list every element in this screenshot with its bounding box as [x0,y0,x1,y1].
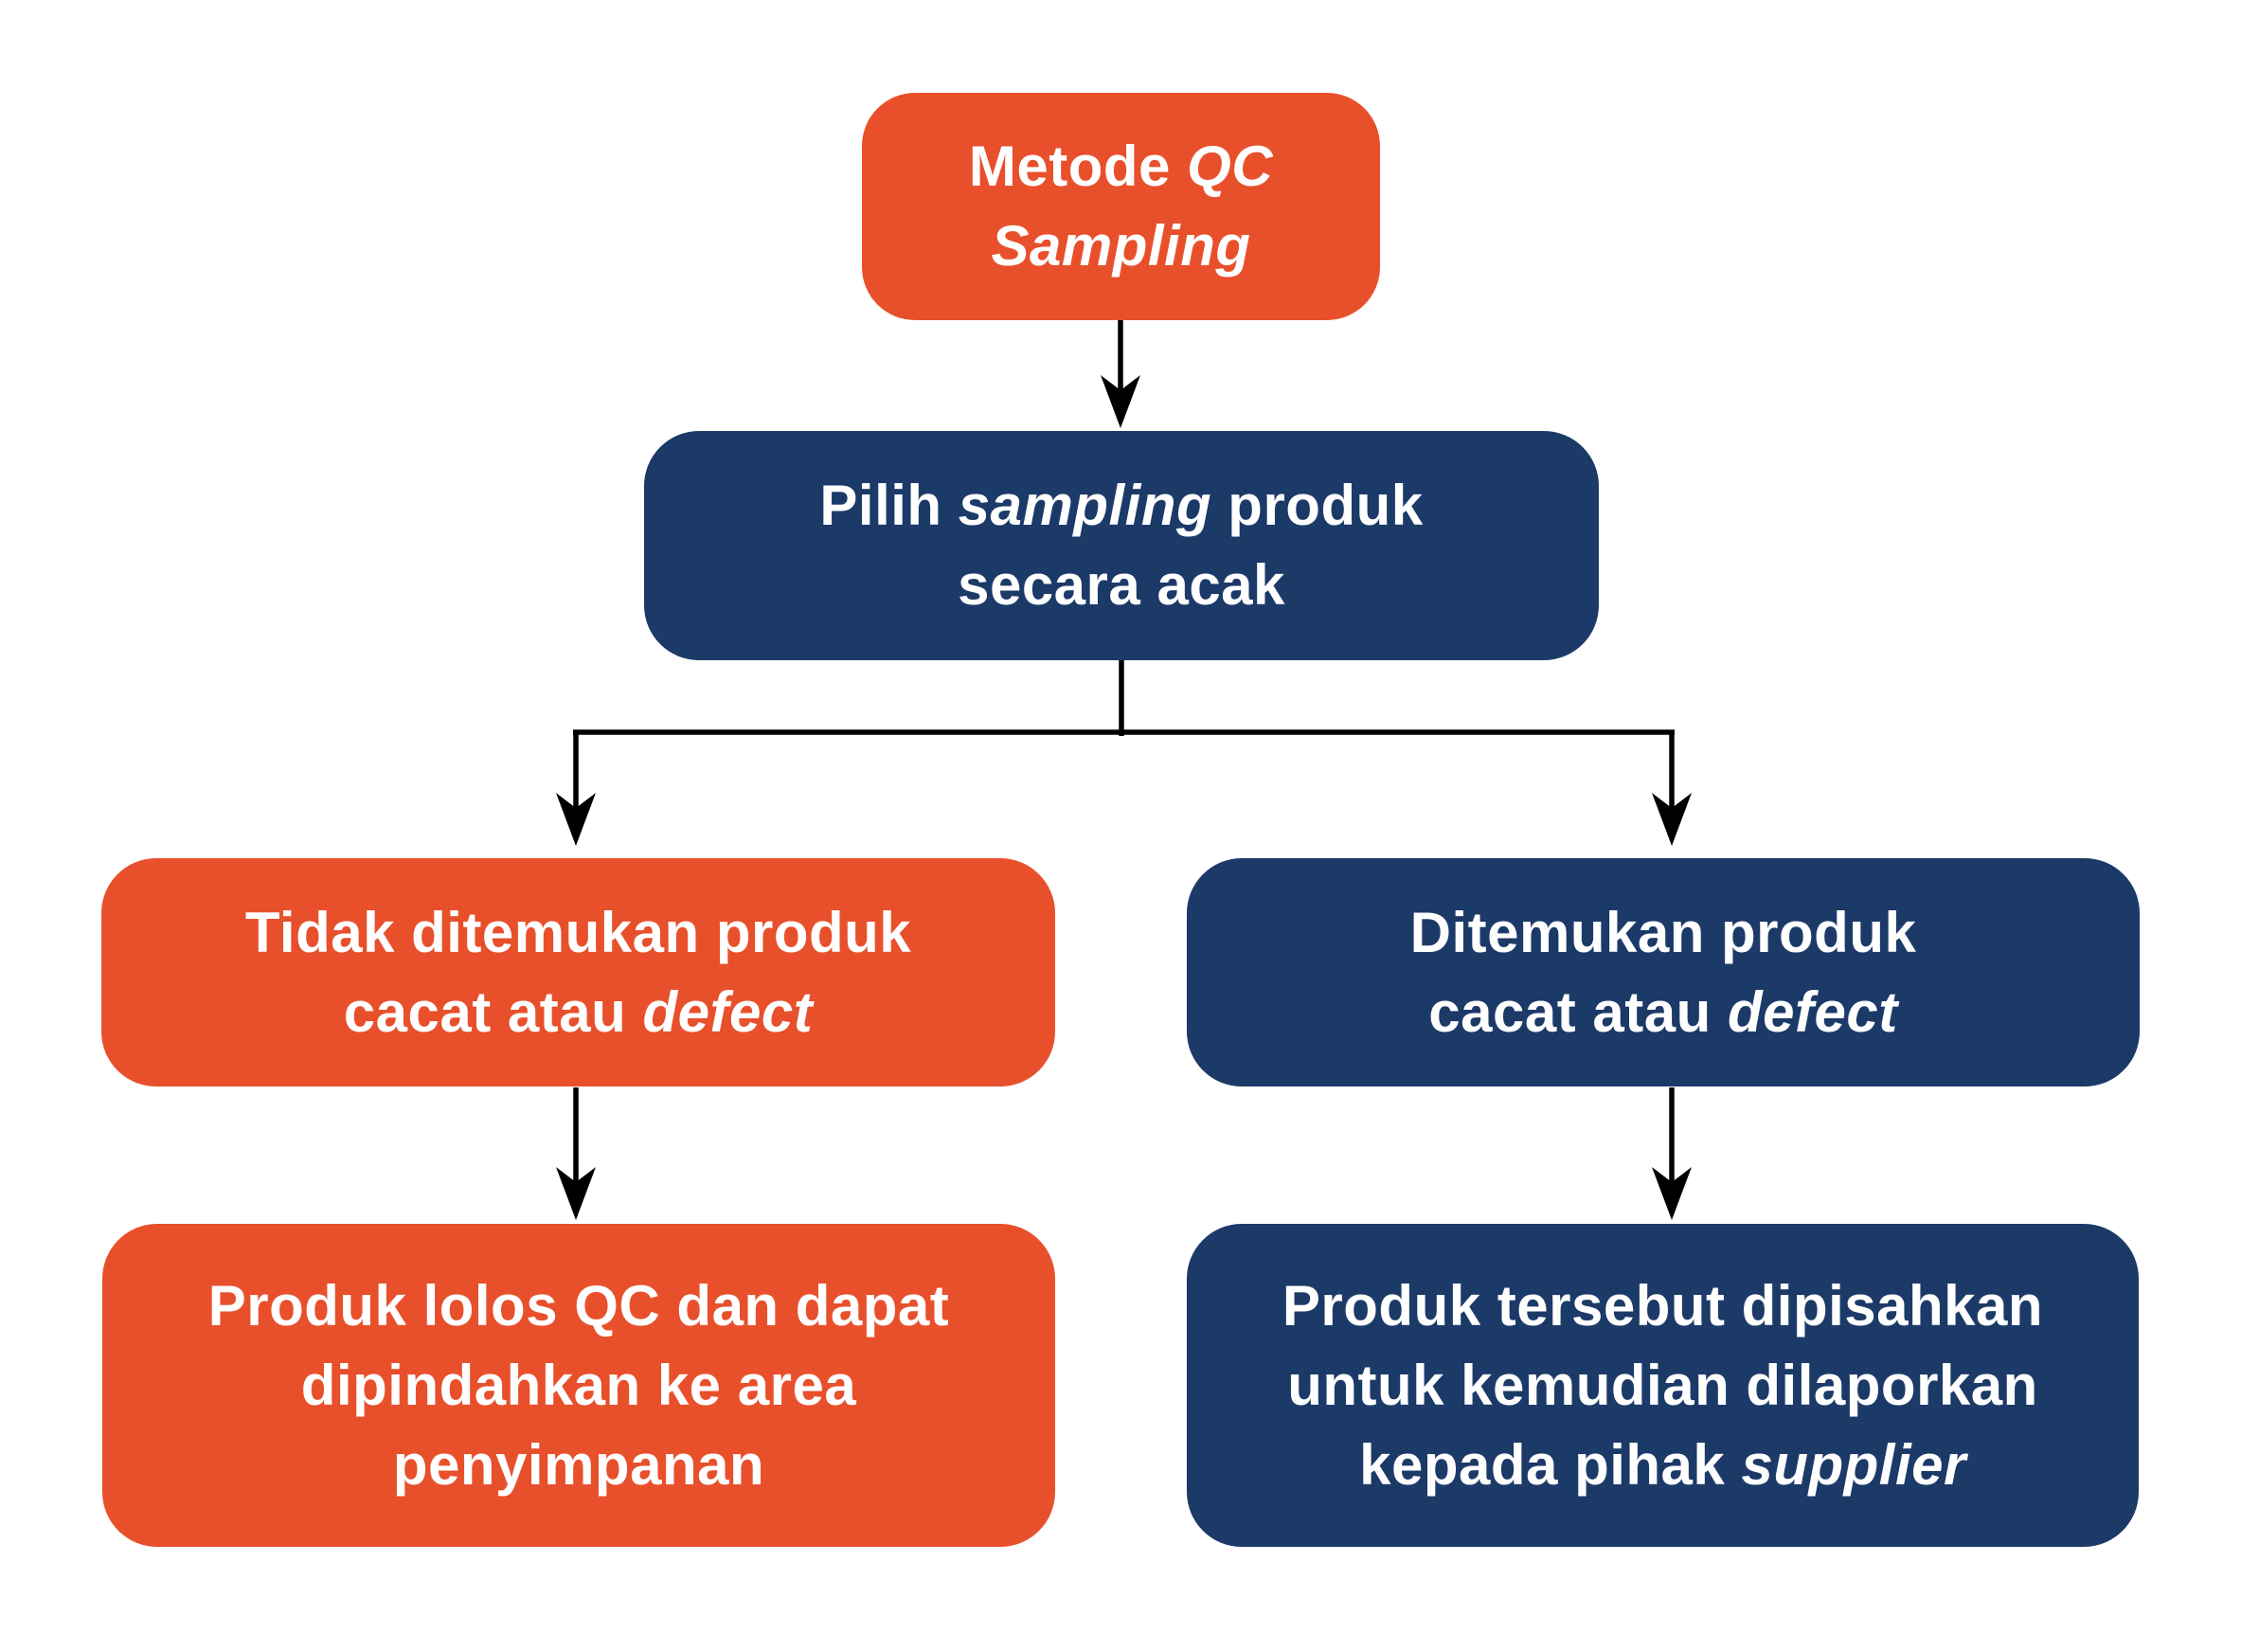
node-metode-qc-sampling: Metode QC Sampling [862,93,1380,320]
node-text-line: Ditemukan produk [1410,893,1917,973]
text-segment-italic: supplier [1741,1432,1966,1497]
node-produk-lolos-qc: Produk lolos QC dan dapat dipindahkan ke… [102,1224,1055,1547]
text-segment-italic: Sampling [991,214,1251,278]
node-text-line: cacat atau defect [1428,973,1897,1052]
text-segment: kepada pihak [1359,1432,1742,1497]
text-segment: Pilih [819,474,959,537]
node-ditemukan-defect: Ditemukan produk cacat atau defect [1187,858,2140,1086]
arrowhead-start-to-pilih [1101,375,1140,428]
arrowhead-tidak-to-lolos [556,1167,596,1220]
text-segment: penyimpanan [392,1432,765,1497]
node-text-line: secara acak [958,546,1285,625]
text-segment: Produk lolos QC dan dapat [207,1273,950,1338]
text-segment: dipindahkan ke area [300,1353,857,1417]
node-text-line: Produk tersebut dipisahkan [1282,1266,2043,1346]
arrowhead-ditemukan-to-dipisahkan [1652,1167,1692,1220]
node-text-line: untuk kemudian dilaporkan [1287,1346,2038,1426]
node-text-line: Tidak ditemukan produk [245,893,911,973]
arrowhead-branch-left [556,793,596,846]
node-produk-dipisahkan: Produk tersebut dipisahkan untuk kemudia… [1187,1224,2139,1547]
text-segment: Tidak ditemukan produk [244,900,912,964]
node-text-line: kepada pihak supplier [1359,1426,1966,1505]
text-segment-italic: defect [642,979,814,1044]
text-segment: Metode [968,135,1188,198]
node-text-line: dipindahkan ke area [301,1346,856,1426]
node-text-line: Pilih sampling produk [819,466,1423,546]
arrowhead-branch-right [1652,793,1692,846]
text-segment-italic: QC [1187,135,1274,198]
node-text-line: cacat atau defect [344,973,813,1052]
text-segment: cacat atau [1428,979,1728,1044]
text-segment: Ditemukan produk [1409,900,1917,964]
text-segment-italic: defect [1727,979,1898,1044]
node-text-line: Produk lolos QC dan dapat [208,1266,950,1346]
node-text-line: Sampling [991,206,1250,286]
text-segment-italic: sampling [958,474,1212,537]
node-pilih-sampling-acak: Pilih sampling produk secara acak [644,431,1599,660]
text-segment: untuk kemudian dilaporkan [1287,1353,2038,1417]
text-segment: secara acak [958,553,1285,617]
text-segment: produk [1211,474,1424,537]
text-segment: Produk tersebut dipisahkan [1282,1273,2044,1338]
node-text-line: penyimpanan [393,1426,764,1505]
node-text-line: Metode QC [969,127,1273,206]
node-tidak-ditemukan-defect: Tidak ditemukan produk cacat atau defect [101,858,1055,1086]
text-segment: cacat atau [343,979,643,1044]
